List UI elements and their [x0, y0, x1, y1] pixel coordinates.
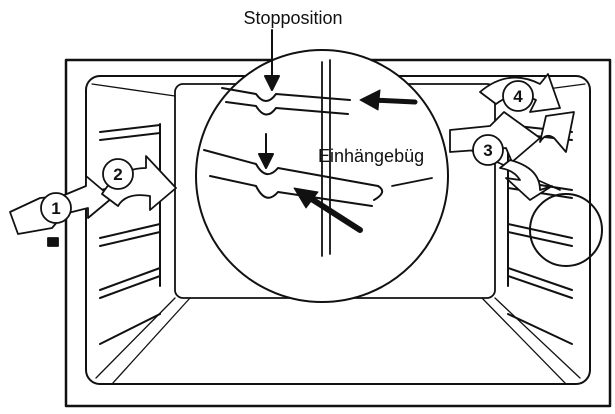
step-1-number: 1 [51, 199, 60, 218]
left-shelf-rails [99, 123, 161, 345]
step-2-number: 2 [113, 165, 122, 184]
detail-vertical-rod [321, 59, 331, 257]
detail-upper-rail [221, 87, 351, 116]
step-1-circle [40, 192, 72, 224]
einhaengebuegel-label: Einhängebüg [318, 146, 424, 166]
einhaenge-pointer [391, 177, 433, 187]
bold-arrow-upper [359, 89, 418, 111]
step-4-number: 4 [513, 87, 523, 106]
bold-arrow-lower [293, 187, 363, 233]
detail-lower-rail [203, 149, 384, 207]
stopposition-arrows [258, 29, 280, 169]
step-2-circle [102, 158, 134, 190]
step-3-number: 3 [483, 141, 492, 160]
detail-small-circle [529, 193, 603, 267]
step-3-circle [472, 134, 504, 166]
stopposition-label: Stopposition [243, 8, 342, 28]
step-4-circle [502, 80, 534, 112]
